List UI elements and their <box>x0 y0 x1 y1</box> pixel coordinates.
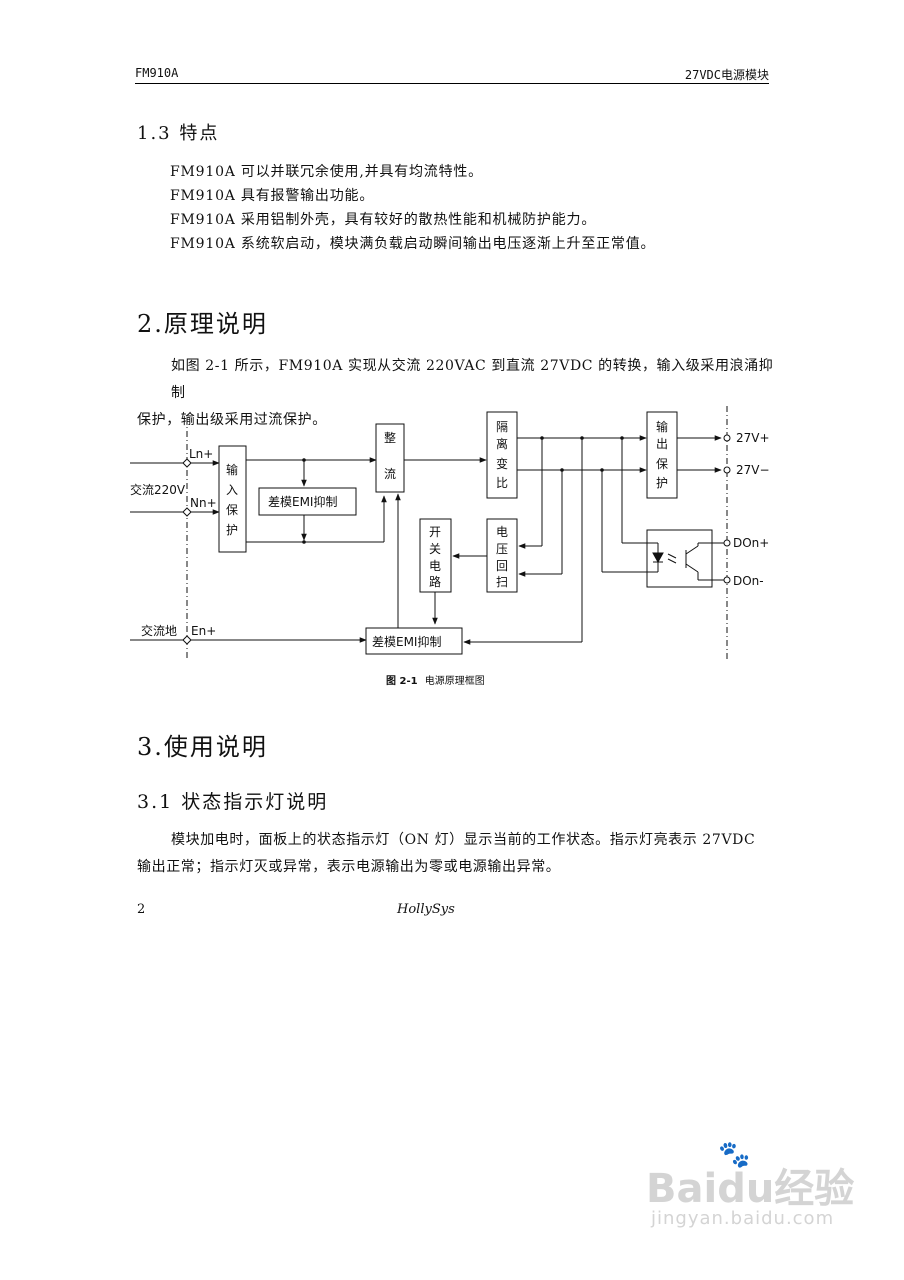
feature-item: FM910A 具有报警输出功能。 <box>170 188 375 204</box>
isolation-char: 隔 <box>496 420 508 434</box>
out-pos-label: 27V+ <box>736 431 770 445</box>
optocoupler-block <box>646 529 713 588</box>
nn-label: Nn+ <box>190 496 217 510</box>
switch-char: 关 <box>429 542 441 556</box>
ln-label: Ln+ <box>189 447 213 461</box>
header-right: 27VDC电源模块 <box>684 68 769 82</box>
isolation-char: 变 <box>496 456 508 471</box>
emi-filter-top-block <box>258 487 357 516</box>
output-protect-char: 输 <box>656 419 668 434</box>
block-diagram: Ln+ Nn+ 交流220V 交流地 En+ 差模EMI抑制 差模EMI抑制 2… <box>130 406 770 660</box>
isolation-char: 离 <box>496 436 508 451</box>
feature-item: FM910A 可以并联冗余使用,并具有均流特性。 <box>170 164 483 180</box>
output-protect-char: 保 <box>656 457 668 471</box>
header-rule <box>135 83 769 84</box>
output-protection-block <box>646 411 678 499</box>
figure-number: 图 2-1 <box>386 676 418 687</box>
switch-char: 开 <box>429 525 441 539</box>
don-pos-label: DOn+ <box>733 536 769 550</box>
feedback-char: 电 <box>496 525 508 539</box>
footer-brand: HollySys <box>397 902 455 917</box>
rectify-char: 流 <box>384 467 396 481</box>
isolation-transformer-block <box>486 411 518 499</box>
ac-input-label: 交流220V <box>130 482 186 497</box>
input-protect-char: 输 <box>226 462 238 477</box>
para-line: 保护，输出级采用过流保护。 <box>137 412 327 428</box>
input-protection-block <box>218 445 247 553</box>
out-neg-label: 27V− <box>736 463 770 477</box>
watermark-url: jingyan.baidu.com <box>651 1208 835 1229</box>
feature-item: FM910A 采用铝制外壳，具有较好的散热性能和机械防护能力。 <box>170 212 597 228</box>
figure-caption: 图 2-1 电源原理框图 <box>386 672 485 687</box>
para-line: 如图 2-1 所示，FM910A 实现从交流 220VAC 到直流 27VDC … <box>171 358 774 401</box>
section-2-paragraph: 如图 2-1 所示，FM910A 实现从交流 220VAC 到直流 27VDC … <box>137 353 777 434</box>
output-protect-char: 出 <box>656 437 668 451</box>
en-label: En+ <box>191 624 216 638</box>
feedback-char: 压 <box>496 542 508 556</box>
watermark-logo: Baidu经验 <box>646 1166 855 1212</box>
para-line: 模块加电时，面板上的状态指示灯（ON 灯）显示当前的工作状态。指示灯亮表示 27… <box>171 832 756 848</box>
para-line: 输出正常；指示灯灭或异常，表示电源输出为零或电源输出异常。 <box>137 859 561 875</box>
feedback-char: 回 <box>496 559 508 573</box>
rectify-char: 整 <box>384 430 396 445</box>
paw-icon: 🐾 <box>718 1140 751 1170</box>
emi-top-label: 差模EMI抑制 <box>268 494 337 509</box>
section-2-title: 2.原理说明 <box>137 310 268 338</box>
input-protect-char: 保 <box>226 503 238 517</box>
section-3-1-title: 3.1 状态指示灯说明 <box>137 791 329 813</box>
header-left: FM910A <box>135 66 179 80</box>
section-1-3-title: 1.3 特点 <box>137 123 220 144</box>
input-protect-char: 护 <box>226 523 238 537</box>
section-3-1-paragraph: 模块加电时，面板上的状态指示灯（ON 灯）显示当前的工作状态。指示灯亮表示 27… <box>137 827 787 881</box>
figure-title: 电源原理框图 <box>424 676 485 687</box>
switch-char: 电 <box>429 559 441 573</box>
section-3-title: 3.使用说明 <box>137 733 268 761</box>
emi-bottom-label: 差模EMI抑制 <box>372 634 441 649</box>
page-number: 2 <box>137 902 146 917</box>
feature-list: FM910A 可以并联冗余使用,并具有均流特性。 FM910A 具有报警输出功能… <box>170 160 655 256</box>
feature-item: FM910A 系统软启动，模块满负载启动瞬间输出电压逐渐上升至正常值。 <box>170 236 656 252</box>
don-neg-label: DOn- <box>733 574 764 588</box>
input-protect-char: 入 <box>226 483 238 497</box>
emi-filter-bottom-block <box>365 627 463 655</box>
output-protect-char: 护 <box>656 476 668 490</box>
feedback-char: 扫 <box>496 575 508 589</box>
ac-ground-label: 交流地 <box>141 623 177 638</box>
isolation-char: 比 <box>496 476 508 490</box>
switch-char: 路 <box>429 574 441 589</box>
